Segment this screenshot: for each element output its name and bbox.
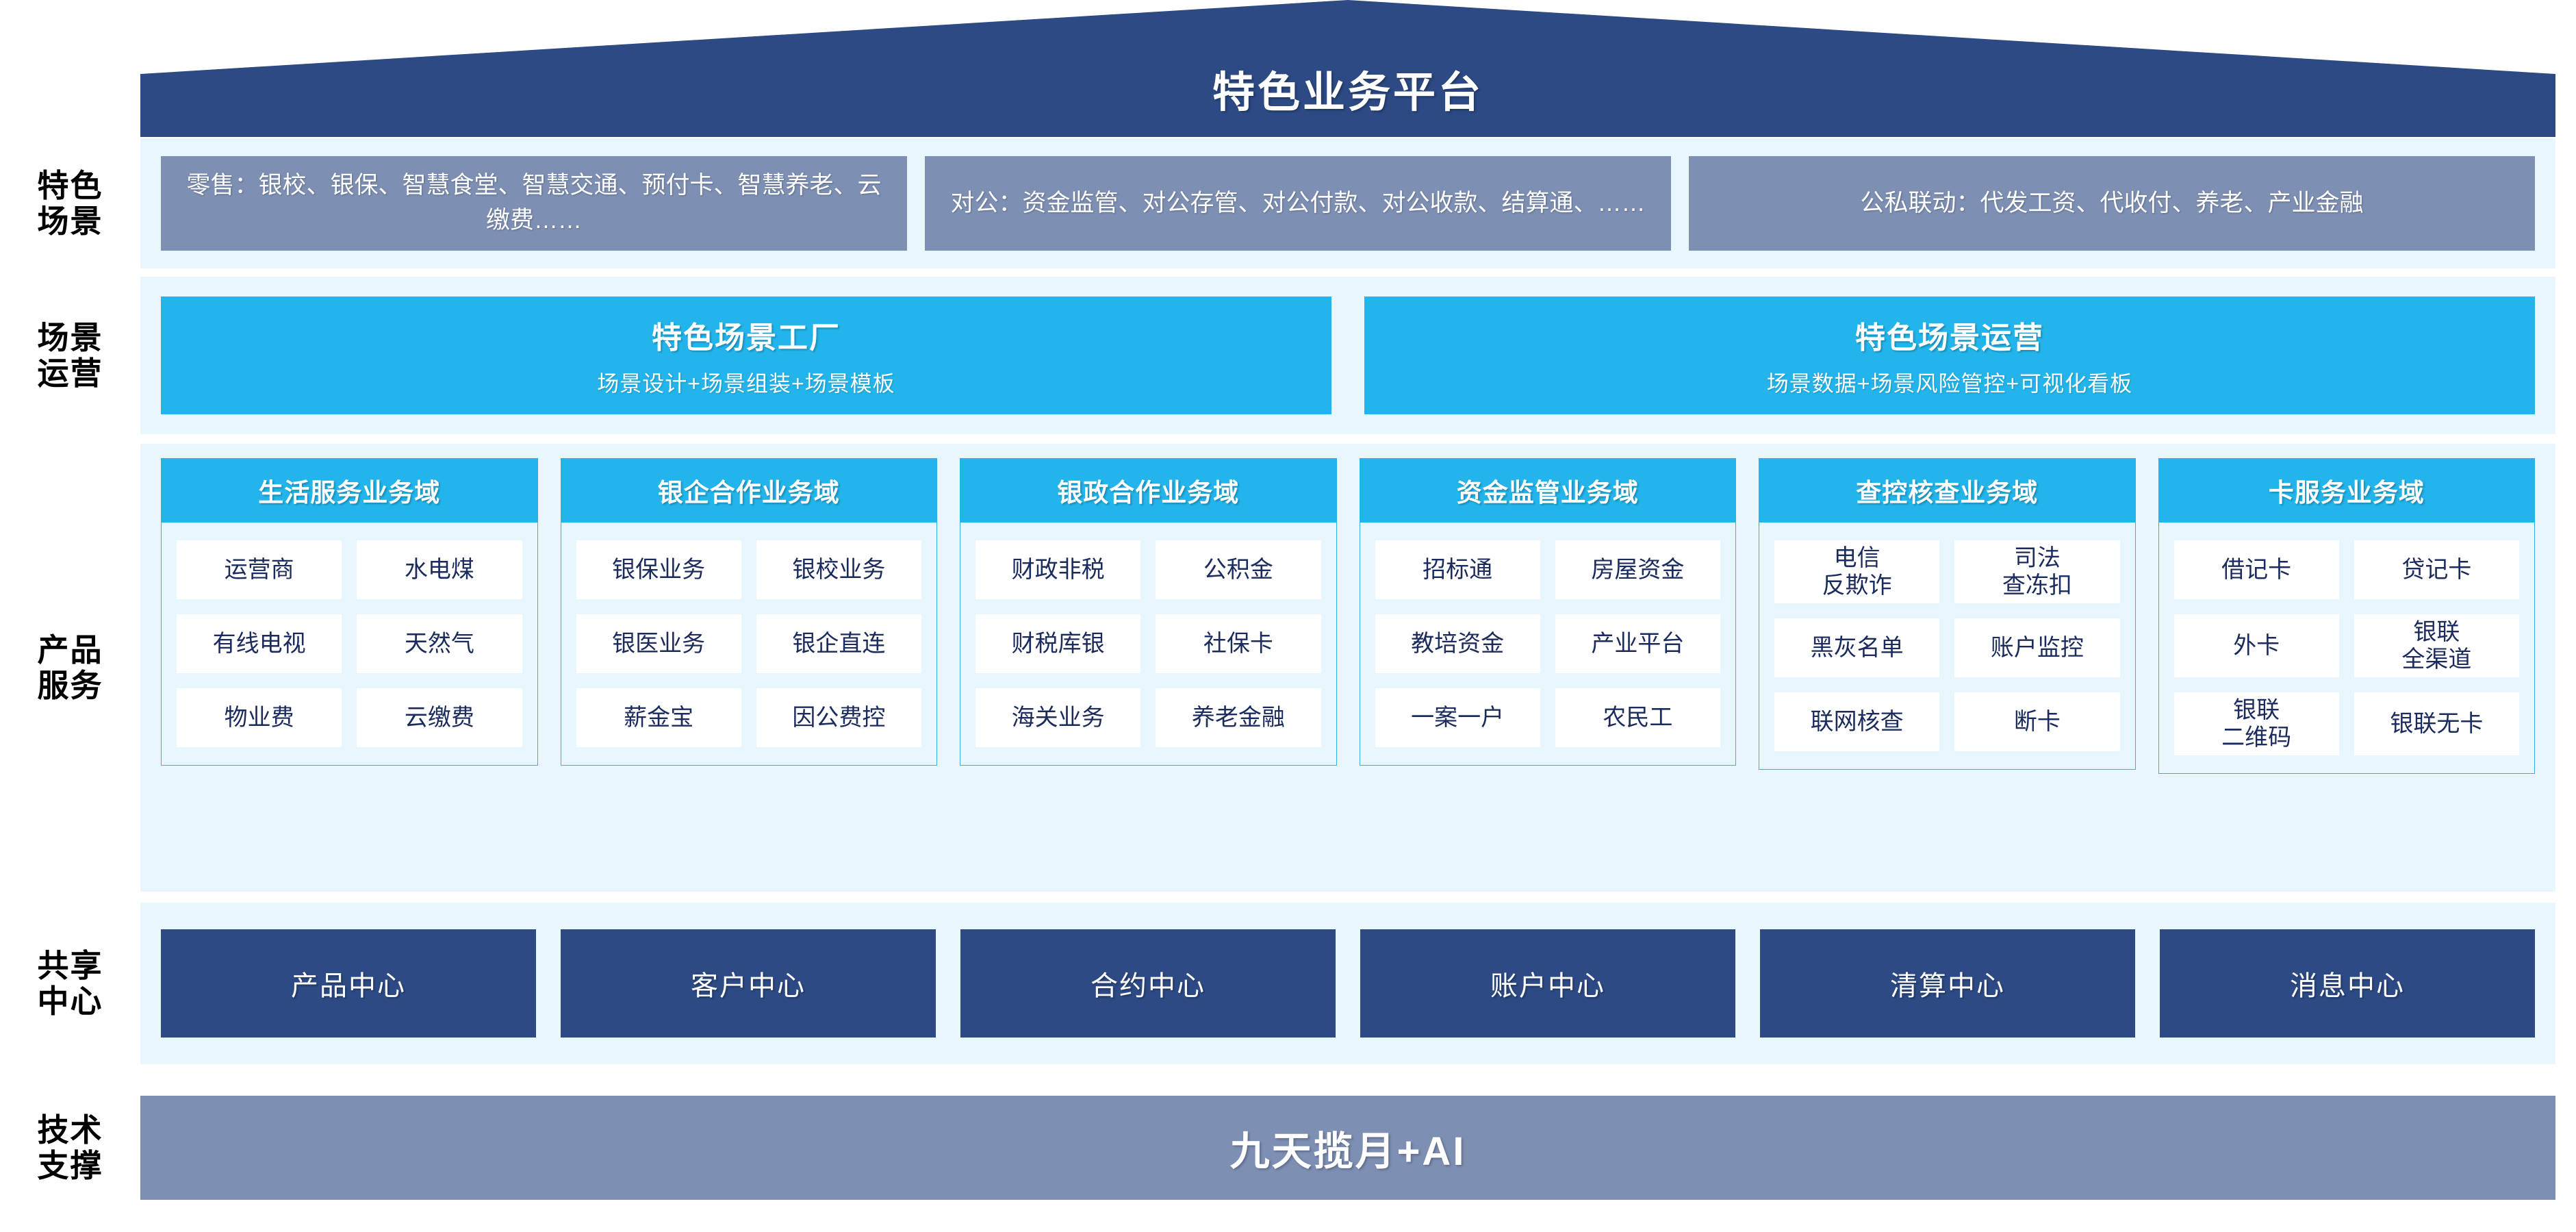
domain-cell[interactable]: 养老金融 bbox=[1156, 688, 1321, 747]
operations-box-scene-factory[interactable]: 特色场景工厂 场景设计+场景组装+场景模板 bbox=[161, 297, 1331, 414]
row-label-tech-line2: 支撑 bbox=[37, 1148, 103, 1183]
domain-cell[interactable]: 银联 全渠道 bbox=[2354, 614, 2519, 678]
domain-cell[interactable]: 银联 二维码 bbox=[2173, 692, 2339, 756]
domain-cell[interactable]: 外卡 bbox=[2173, 614, 2339, 678]
center-customer[interactable]: 客户中心 bbox=[561, 929, 936, 1038]
scenario-box-public-private[interactable]: 公私联动：代发工资、代收付、养老、产业金融 bbox=[1689, 156, 2535, 251]
domain-grid: 电信 反欺诈 司法 查冻扣 黑灰名单 账户监控 联网核查 断卡 bbox=[1759, 523, 2135, 769]
domain-cell[interactable]: 公积金 bbox=[1156, 540, 1321, 599]
scenarios-band: 零售：银校、银保、智慧食堂、智慧交通、预付卡、智慧养老、云缴费…… 对公：资金监… bbox=[140, 138, 2555, 268]
domain-cell[interactable]: 账户监控 bbox=[1954, 618, 2120, 678]
domain-cell[interactable]: 教培资金 bbox=[1375, 614, 1540, 673]
domain-cell[interactable]: 天然气 bbox=[357, 614, 522, 673]
center-contract[interactable]: 合约中心 bbox=[960, 929, 1336, 1038]
domain-bank-enterprise[interactable]: 银企合作业务域 银保业务 银校业务 银医业务 银企直连 薪金宝 因公费控 bbox=[560, 458, 937, 766]
row-label-tech-support: 技术 支撑 bbox=[0, 1096, 140, 1200]
domain-cell[interactable]: 联网核查 bbox=[1774, 692, 1940, 752]
row-label-shared-line1: 共享 bbox=[37, 947, 103, 983]
row-label-operations-line1: 场景 bbox=[37, 319, 103, 355]
center-account[interactable]: 账户中心 bbox=[1360, 929, 1735, 1038]
domain-cell[interactable]: 农民工 bbox=[1555, 688, 1720, 747]
domain-cell[interactable]: 财政非税 bbox=[975, 540, 1141, 599]
domain-cell[interactable]: 水电煤 bbox=[357, 540, 522, 599]
domain-cell[interactable]: 财税库银 bbox=[975, 614, 1141, 673]
domain-title: 查控核查业务域 bbox=[1759, 458, 2136, 523]
domain-cell[interactable]: 黑灰名单 bbox=[1774, 618, 1940, 678]
row-label-shared-line2: 中心 bbox=[37, 983, 103, 1019]
row-label-products-line2: 服务 bbox=[37, 668, 103, 703]
domain-card-service[interactable]: 卡服务业务域 借记卡 贷记卡 外卡 银联 全渠道 银联 二维码 银联无卡 bbox=[2158, 458, 2535, 775]
domain-title: 银政合作业务域 bbox=[960, 458, 1337, 523]
domain-cell[interactable]: 贷记卡 bbox=[2354, 540, 2519, 599]
domain-cell[interactable]: 运营商 bbox=[177, 540, 342, 599]
row-label-scenarios-line2: 场景 bbox=[37, 203, 103, 239]
domain-cell[interactable]: 招标通 bbox=[1375, 540, 1540, 599]
scene-operation-title: 特色场景运营 bbox=[1855, 321, 2044, 355]
row-label-operations: 场景 运营 bbox=[0, 277, 140, 434]
scene-factory-title: 特色场景工厂 bbox=[652, 321, 841, 355]
domain-cell[interactable]: 银校业务 bbox=[756, 540, 921, 599]
tech-support-bar[interactable]: 九天揽月+AI bbox=[140, 1096, 2555, 1200]
domain-title: 生活服务业务域 bbox=[161, 458, 538, 523]
domain-cell[interactable]: 断卡 bbox=[1954, 692, 2120, 752]
domain-title: 卡服务业务域 bbox=[2158, 458, 2535, 523]
domain-life-service[interactable]: 生活服务业务域 运营商 水电煤 有线电视 天然气 物业费 云缴费 bbox=[161, 458, 538, 766]
domain-bank-government[interactable]: 银政合作业务域 财政非税 公积金 财税库银 社保卡 海关业务 养老金融 bbox=[960, 458, 1337, 766]
domain-title: 资金监管业务域 bbox=[1359, 458, 1736, 523]
domain-cell[interactable]: 物业费 bbox=[177, 688, 342, 747]
domain-cell[interactable]: 有线电视 bbox=[177, 614, 342, 673]
domain-cell[interactable]: 借记卡 bbox=[2173, 540, 2339, 599]
domain-grid: 运营商 水电煤 有线电视 天然气 物业费 云缴费 bbox=[162, 523, 537, 765]
domain-cell[interactable]: 司法 查冻扣 bbox=[1954, 540, 2120, 604]
row-label-scenarios-line1: 特色 bbox=[37, 167, 103, 203]
domain-grid: 财政非税 公积金 财税库银 社保卡 海关业务 养老金融 bbox=[960, 523, 1336, 765]
product-services-band: 生活服务业务域 运营商 水电煤 有线电视 天然气 物业费 云缴费 银企合作业务域… bbox=[140, 444, 2555, 892]
domain-grid: 招标通 房屋资金 教培资金 产业平台 一案一户 农民工 bbox=[1360, 523, 1736, 765]
domain-cell[interactable]: 房屋资金 bbox=[1555, 540, 1720, 599]
row-label-scenarios: 特色 场景 bbox=[0, 138, 140, 268]
scenario-box-retail[interactable]: 零售：银校、银保、智慧食堂、智慧交通、预付卡、智慧养老、云缴费…… bbox=[161, 156, 907, 251]
domain-cell[interactable]: 一案一户 bbox=[1375, 688, 1540, 747]
domain-cell[interactable]: 云缴费 bbox=[357, 688, 522, 747]
row-label-tech-line1: 技术 bbox=[37, 1111, 103, 1148]
domain-investigation-control[interactable]: 查控核查业务域 电信 反欺诈 司法 查冻扣 黑灰名单 账户监控 联网核查 断卡 bbox=[1759, 458, 2136, 770]
domain-cell[interactable]: 银联无卡 bbox=[2354, 692, 2519, 756]
domain-cell[interactable]: 社保卡 bbox=[1156, 614, 1321, 673]
domain-cell[interactable]: 银医业务 bbox=[576, 614, 741, 673]
center-message[interactable]: 消息中心 bbox=[2160, 929, 2535, 1038]
shared-centers-band: 产品中心 客户中心 合约中心 账户中心 清算中心 消息中心 bbox=[140, 903, 2555, 1064]
platform-roof: 特色业务平台 bbox=[140, 0, 2555, 137]
scene-operation-subtitle: 场景数据+场景风险管控+可视化看板 bbox=[1766, 371, 2133, 396]
domain-title: 银企合作业务域 bbox=[560, 458, 937, 523]
operations-band: 特色场景工厂 场景设计+场景组装+场景模板 特色场景运营 场景数据+场景风险管控… bbox=[140, 277, 2555, 434]
domain-cell[interactable]: 薪金宝 bbox=[576, 688, 741, 747]
domain-cell[interactable]: 银企直连 bbox=[756, 614, 921, 673]
domain-fund-supervision[interactable]: 资金监管业务域 招标通 房屋资金 教培资金 产业平台 一案一户 农民工 bbox=[1359, 458, 1736, 766]
domain-cell[interactable]: 产业平台 bbox=[1555, 614, 1720, 673]
center-product[interactable]: 产品中心 bbox=[161, 929, 536, 1038]
row-label-operations-line2: 运营 bbox=[37, 355, 103, 391]
row-label-shared-centers: 共享 中心 bbox=[0, 903, 140, 1064]
roof-shape bbox=[140, 0, 2555, 137]
row-label-products: 产品 服务 bbox=[0, 444, 140, 892]
domain-cell[interactable]: 因公费控 bbox=[756, 688, 921, 747]
domain-grid: 银保业务 银校业务 银医业务 银企直连 薪金宝 因公费控 bbox=[561, 523, 937, 765]
domain-cell[interactable]: 海关业务 bbox=[975, 688, 1141, 747]
row-label-products-line1: 产品 bbox=[37, 631, 103, 668]
domain-cell[interactable]: 银保业务 bbox=[576, 540, 741, 599]
scenario-box-corporate[interactable]: 对公：资金监管、对公存管、对公付款、对公收款、结算通、…… bbox=[925, 156, 1671, 251]
domain-cell[interactable]: 电信 反欺诈 bbox=[1774, 540, 1940, 604]
center-clearing[interactable]: 清算中心 bbox=[1760, 929, 2135, 1038]
domain-grid: 借记卡 贷记卡 外卡 银联 全渠道 银联 二维码 银联无卡 bbox=[2159, 523, 2535, 773]
scene-factory-subtitle: 场景设计+场景组装+场景模板 bbox=[597, 371, 895, 396]
operations-box-scene-operation[interactable]: 特色场景运营 场景数据+场景风险管控+可视化看板 bbox=[1364, 297, 2535, 414]
